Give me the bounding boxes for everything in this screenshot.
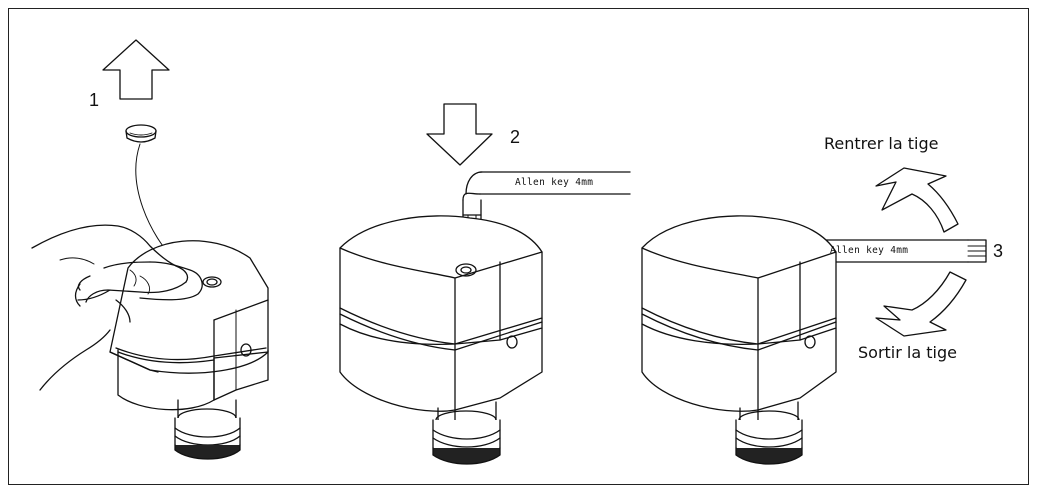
allen-key-label-center: Allen key 4mm	[515, 177, 594, 188]
actuator-base-3	[735, 401, 803, 465]
allen-key-label-right: Allen key 4mm	[830, 245, 909, 256]
step-2-number: 2	[510, 127, 521, 147]
step-3-number: 3	[993, 241, 1004, 261]
caption-retract-rod: Rentrer la tige	[824, 134, 939, 153]
actuator-body-1	[109, 240, 269, 411]
caption-extend-rod: Sortir la tige	[858, 343, 957, 362]
up-arrow-icon	[102, 39, 170, 100]
panel-2-insert-key	[339, 103, 631, 465]
rotate-down-arrow-icon	[875, 271, 967, 337]
actuator-body-2	[339, 215, 543, 441]
down-arrow-icon	[426, 103, 493, 166]
step-1-number: 1	[89, 90, 100, 110]
actuator-body-3	[641, 215, 837, 441]
hand-illustration	[31, 224, 203, 391]
actuator-base-1	[174, 399, 241, 460]
actuator-base-2	[432, 401, 501, 465]
panel-1-remove-cap	[31, 39, 269, 460]
plug-cap-icon	[125, 124, 157, 143]
rotate-up-arrow-icon	[875, 167, 959, 233]
panel-3-turn-key	[641, 167, 987, 465]
